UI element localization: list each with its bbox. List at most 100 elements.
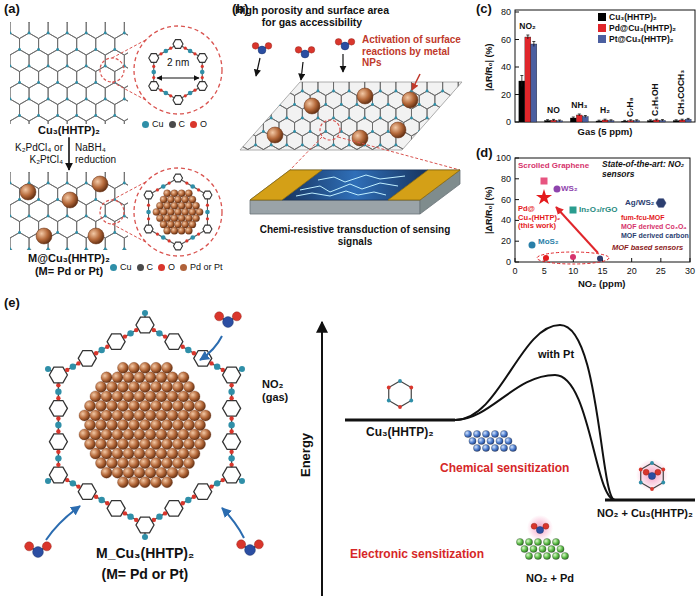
mof-lattice [248, 64, 264, 82]
legend-swatch [598, 13, 606, 21]
error-bar [624, 120, 625, 122]
metal-nanoparticle [402, 92, 418, 108]
copper-atom [214, 363, 220, 369]
copper-atom [200, 70, 205, 75]
bar [551, 120, 557, 122]
copper-atom [28, 215, 31, 218]
chart-frame [515, 10, 695, 122]
copper-atom [127, 513, 133, 519]
copper-atom [309, 76, 312, 79]
oxygen-atom [206, 217, 209, 220]
point-label: MoS₂ [538, 237, 558, 246]
catalyst-lattice [487, 437, 494, 444]
copper-atom [85, 32, 88, 35]
tick-label: 60 [501, 195, 511, 205]
legend-item: Pt@Cu₃(HHTP)₂ [598, 34, 676, 44]
metal-nanoparticle [85, 420, 96, 431]
copper-atom [75, 81, 78, 84]
oxygen-atom [156, 233, 159, 236]
panel-e-illustration [25, 310, 264, 557]
error-bar [559, 120, 560, 122]
metal-nanoparticle [184, 400, 195, 411]
legend-swatch [158, 264, 165, 271]
linker-ring [107, 501, 125, 517]
catalyst-lattice [509, 444, 516, 451]
metal-nanoparticle [178, 448, 189, 459]
copper-atom [188, 91, 193, 96]
structure-box: M@Cu₃(HHTP)₂(M= Pd or Pt) [8, 170, 130, 278]
copper-atom [457, 90, 460, 93]
oxygen-atom [56, 383, 60, 387]
point-label: Scrolled Graphene [518, 161, 589, 170]
callout-note: Activation of surface reactions by metal… [362, 34, 466, 69]
mof-lattice [86, 22, 105, 39]
copper-atom [348, 90, 351, 93]
oxygen-atom [56, 429, 60, 433]
catalyst-lattice [496, 437, 503, 444]
linker-ring [107, 334, 125, 350]
metal-nanoparticle [88, 228, 104, 244]
copper-atom [379, 144, 382, 147]
data-point [656, 199, 666, 208]
metal-nanoparticle [167, 448, 178, 459]
metal-nanoparticle [36, 228, 52, 244]
copper-atom [371, 130, 374, 133]
copper-atom [348, 63, 351, 66]
metal-nanoparticle [173, 381, 184, 392]
oxygen-atom [197, 233, 200, 236]
mof-lattice [310, 64, 326, 82]
copper-atom [18, 231, 21, 234]
atom [387, 399, 391, 403]
copper-atom [75, 48, 78, 51]
copper-atom [185, 497, 191, 503]
metal-nanoparticle [162, 381, 173, 392]
metal-nanoparticle [182, 196, 189, 203]
metal-nanoparticle [192, 202, 199, 209]
axis-title: |ΔR/R₀| (%) [484, 186, 494, 234]
linker-ring [173, 40, 183, 49]
pointer-arrow [412, 74, 420, 90]
legend-text: Pd@Cu₃(HHTP)₂ [609, 23, 676, 33]
illustration-space [8, 20, 130, 124]
metal-nanoparticle [134, 467, 145, 478]
nitrogen-atom [536, 526, 543, 533]
error-bar [573, 117, 574, 119]
metal-nanoparticle [173, 458, 184, 469]
copper-atom [113, 231, 116, 234]
oxygen-atom [56, 416, 60, 420]
copper-atom [37, 48, 40, 51]
legend: CuCO [142, 119, 207, 130]
mof-lattice [217, 145, 233, 163]
axis-tick [631, 258, 632, 262]
metal-nanoparticle [118, 477, 129, 488]
point-label: In₂O₃/rGO [579, 205, 617, 214]
axis-tick [515, 12, 519, 13]
oxygen-atom [56, 450, 60, 454]
metal-nanoparticle [173, 420, 184, 431]
copper-atom [262, 130, 265, 133]
legend-text: O [168, 262, 175, 273]
mof-lattice [10, 249, 20, 250]
framework-icon [641, 463, 664, 489]
metal-nanoparticle [145, 372, 156, 383]
linker-ring [203, 225, 212, 233]
copper-atom [104, 248, 107, 250]
tick-label: 80 [501, 174, 511, 184]
metal-nanoparticle [357, 88, 373, 104]
oxygen-atom [94, 495, 98, 499]
mof-lattice [256, 78, 272, 96]
oxygen-atom [152, 65, 155, 68]
copper-atom [278, 76, 281, 79]
axis-tick [515, 258, 516, 262]
mof-lattice [458, 105, 474, 123]
linker-ring [149, 82, 159, 91]
mof-lattice [29, 83, 48, 105]
metal-nanoparticle [162, 362, 173, 373]
axis-tick [690, 258, 691, 262]
linker-ring [49, 434, 67, 450]
tick-label: 40 [501, 215, 511, 225]
oxygen-atom [252, 43, 259, 50]
metal-nanoparticle [112, 429, 123, 440]
gas-arrow [46, 506, 80, 540]
copper-atom [332, 117, 335, 120]
